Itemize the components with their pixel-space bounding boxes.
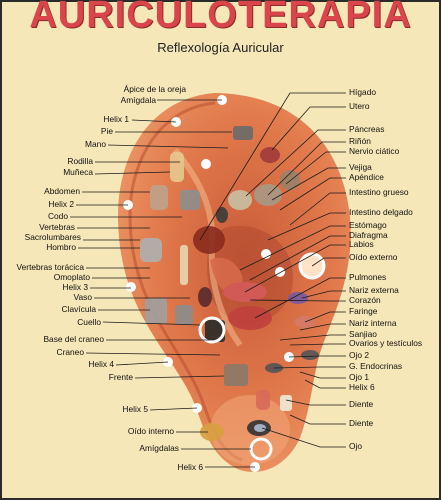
label-ojo: Ojo: [349, 441, 363, 451]
label-apendice: Apéndice: [349, 172, 384, 182]
label-diente-2: Diente: [349, 418, 374, 428]
label-pancreas: Páncreas: [349, 124, 385, 134]
label-higado: Hígado: [349, 87, 377, 97]
label-base-craneo: Base del craneo: [43, 334, 104, 344]
label-diafragma: Diafragma: [349, 230, 388, 240]
label-amigdalas: Amígdalas: [139, 443, 179, 453]
label-utero: Utero: [349, 101, 370, 111]
label-vejiga: Vejiga: [349, 162, 372, 172]
label-sacrolumbares: Sacrolumbares: [24, 232, 81, 242]
label-apice-oreja: Ápice de la oreja: [123, 84, 186, 94]
cuello-ring: [198, 316, 226, 344]
label-ojo-1: Ojo 1: [349, 372, 370, 382]
label-faringe: Faringe: [349, 306, 378, 316]
label-nervio-ciatico: Nervio ciático: [349, 146, 400, 156]
label-vaso: Vaso: [73, 292, 92, 302]
label-helix-2: Helix 2: [48, 199, 74, 209]
label-ovarios-testiculos: Ovarios y testículos: [349, 338, 423, 348]
label-clavicula: Clavícula: [61, 304, 96, 314]
label-vertebras-toracica: Vertebras torácica: [16, 262, 85, 272]
label-pie: Pie: [100, 126, 113, 136]
label-amigdala: Amígdala: [120, 95, 156, 105]
label-vertebras: Vertebras: [39, 222, 75, 232]
label-codo: Codo: [47, 211, 68, 221]
label-craneo: Craneo: [56, 347, 84, 357]
label-helix-6-left: Helix 6: [177, 462, 203, 472]
label-intestino-delgado: Intestino delgado: [349, 207, 413, 217]
label-corazon: Corazón: [349, 295, 381, 305]
label-helix-3: Helix 3: [62, 282, 88, 292]
label-ojo-2: Ojo 2: [349, 350, 370, 360]
label-sanjiao: Sanjiao: [349, 329, 377, 339]
label-g-endocrinas: G. Endocrinas: [349, 361, 403, 371]
label-pulmones: Pulmones: [349, 272, 387, 282]
label-muneca: Muñeca: [63, 167, 93, 177]
label-helix-1: Helix 1: [103, 114, 129, 124]
label-oido-interno: Oído interno: [127, 426, 174, 436]
page-subtitle: Reflexología Auricular: [157, 40, 284, 55]
label-labios: Labios: [349, 239, 374, 249]
label-estomago: Estómago: [349, 220, 387, 230]
label-diente-1: Diente: [349, 399, 374, 409]
label-nariz-interna: Nariz interna: [349, 318, 397, 328]
concha: [207, 225, 294, 324]
label-intestino-grueso: Intestino grueso: [349, 187, 409, 197]
label-abdomen: Abdomen: [44, 186, 80, 196]
leader-lines-right: [199, 92, 346, 448]
label-omoplato: Omoplato: [53, 272, 90, 282]
label-frente: Frente: [108, 372, 133, 382]
label-hombro: Hombro: [46, 242, 76, 252]
leader-lines-left: [70, 99, 255, 468]
label-mano: Mano: [85, 139, 106, 149]
label-helix-4: Helix 4: [88, 359, 114, 369]
page-title: AURICULOTERAPIA: [29, 0, 412, 36]
label-oido-externo: Oído externo: [349, 252, 398, 262]
label-rinon: Riñón: [349, 136, 371, 146]
label-rodilla: Rodilla: [67, 156, 93, 166]
label-helix-6-right: Helix 6: [349, 382, 375, 392]
label-helix-5: Helix 5: [122, 404, 148, 414]
label-cuello: Cuello: [77, 317, 101, 327]
label-nariz-externa: Nariz externa: [349, 285, 399, 295]
organ-figures: [140, 126, 319, 441]
